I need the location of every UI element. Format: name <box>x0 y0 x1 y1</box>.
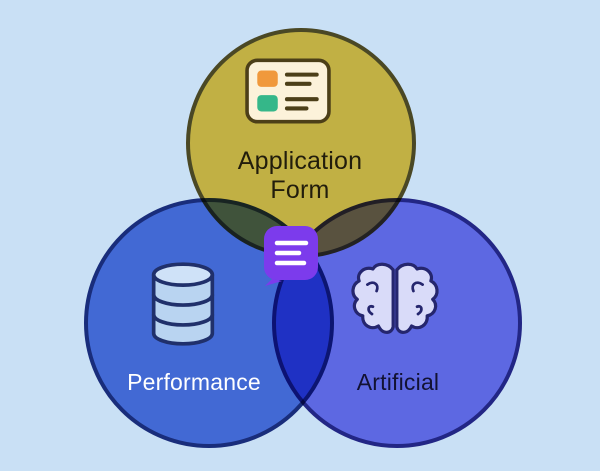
form-document-icon <box>245 58 331 124</box>
label-application-line2: Form <box>270 176 330 204</box>
label-application-line1: Application <box>237 147 363 175</box>
database-icon <box>151 262 215 346</box>
label-performance: Performance <box>127 369 261 395</box>
brain-icon <box>351 262 439 334</box>
label-application-form: Application Form <box>200 147 400 205</box>
label-artificial: Artificial <box>356 369 440 395</box>
list-note-icon <box>264 226 318 286</box>
